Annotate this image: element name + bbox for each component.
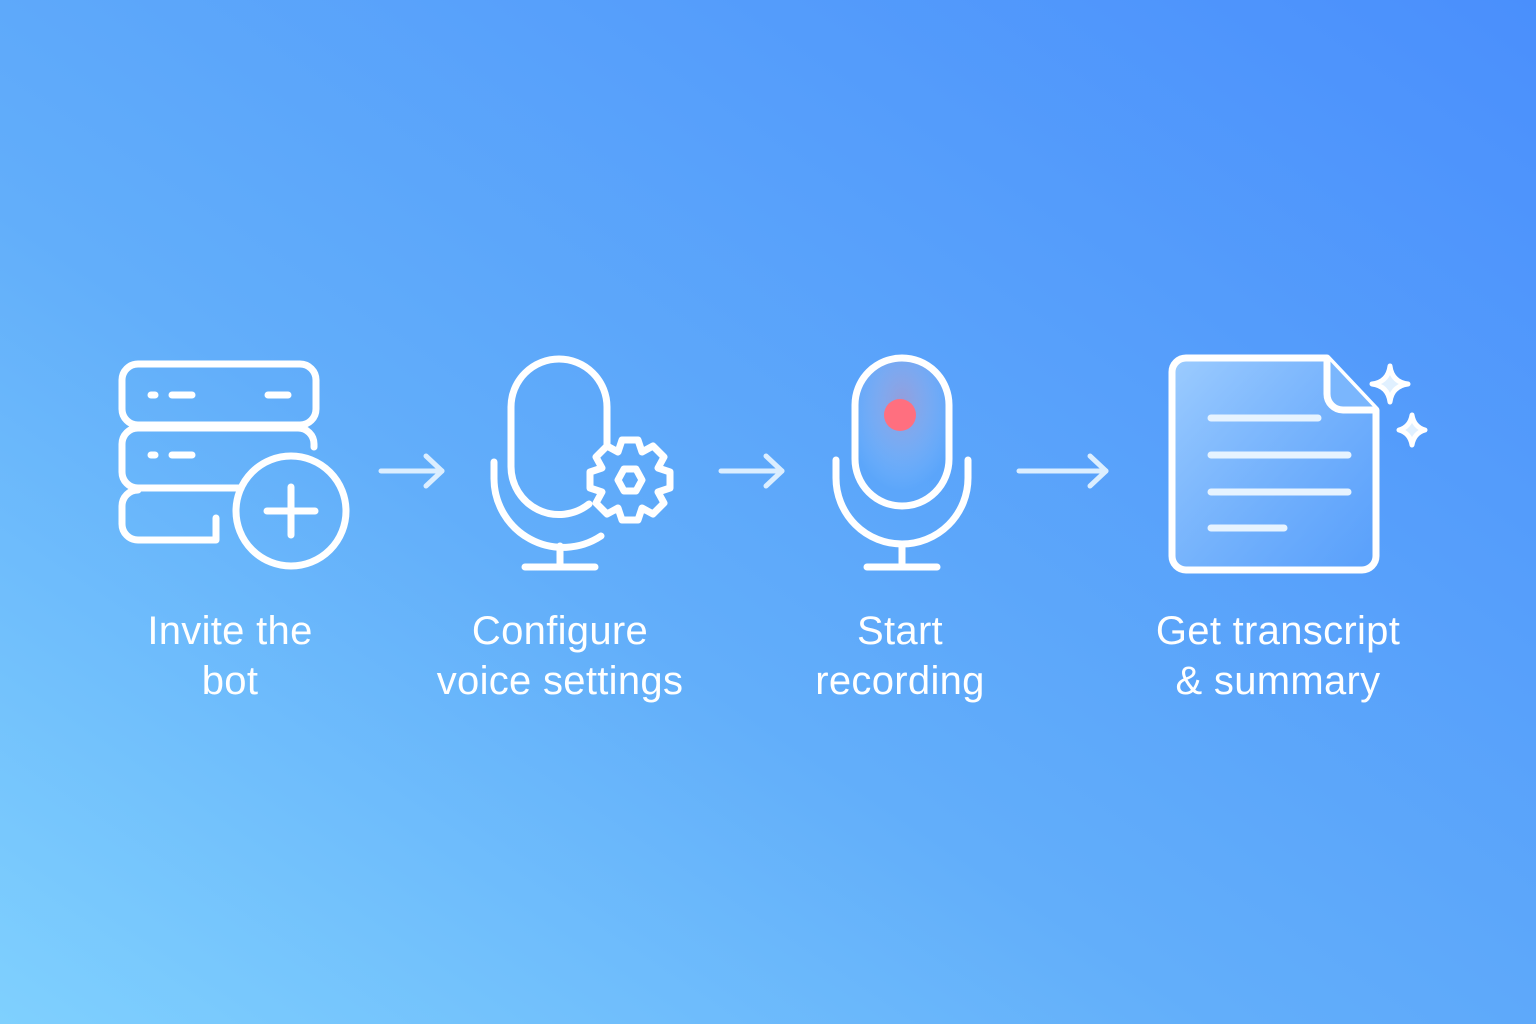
step-label-invite-bot: Invite the bot	[110, 606, 350, 706]
step-3-label-line2: recording	[815, 659, 985, 703]
arrow-right-icon	[1016, 452, 1112, 495]
step-2-label-line2: voice settings	[436, 659, 684, 703]
step-1-label-line2: bot	[201, 659, 259, 703]
microphone-recording-icon	[832, 354, 972, 574]
arrow-right-icon	[378, 452, 448, 495]
document-sparkle-icon	[1168, 354, 1432, 580]
step-label-get-transcript: Get transcript & summary	[1128, 606, 1428, 706]
step-3-label-line1: Start	[857, 609, 943, 653]
arrow-right-icon	[718, 452, 788, 495]
step-label-start-recording: Start recording	[780, 606, 1020, 706]
server-add-icon	[118, 360, 354, 572]
microphone-gear-icon	[490, 354, 685, 574]
step-2-label-line1: Configure	[471, 609, 649, 653]
step-4-label-line2: & summary	[1175, 659, 1381, 703]
step-label-configure-voice: Configure voice settings	[410, 606, 710, 706]
step-4-label-line1: Get transcript	[1155, 609, 1401, 653]
record-dot	[884, 399, 916, 431]
step-1-label-line1: Invite the	[147, 609, 313, 653]
